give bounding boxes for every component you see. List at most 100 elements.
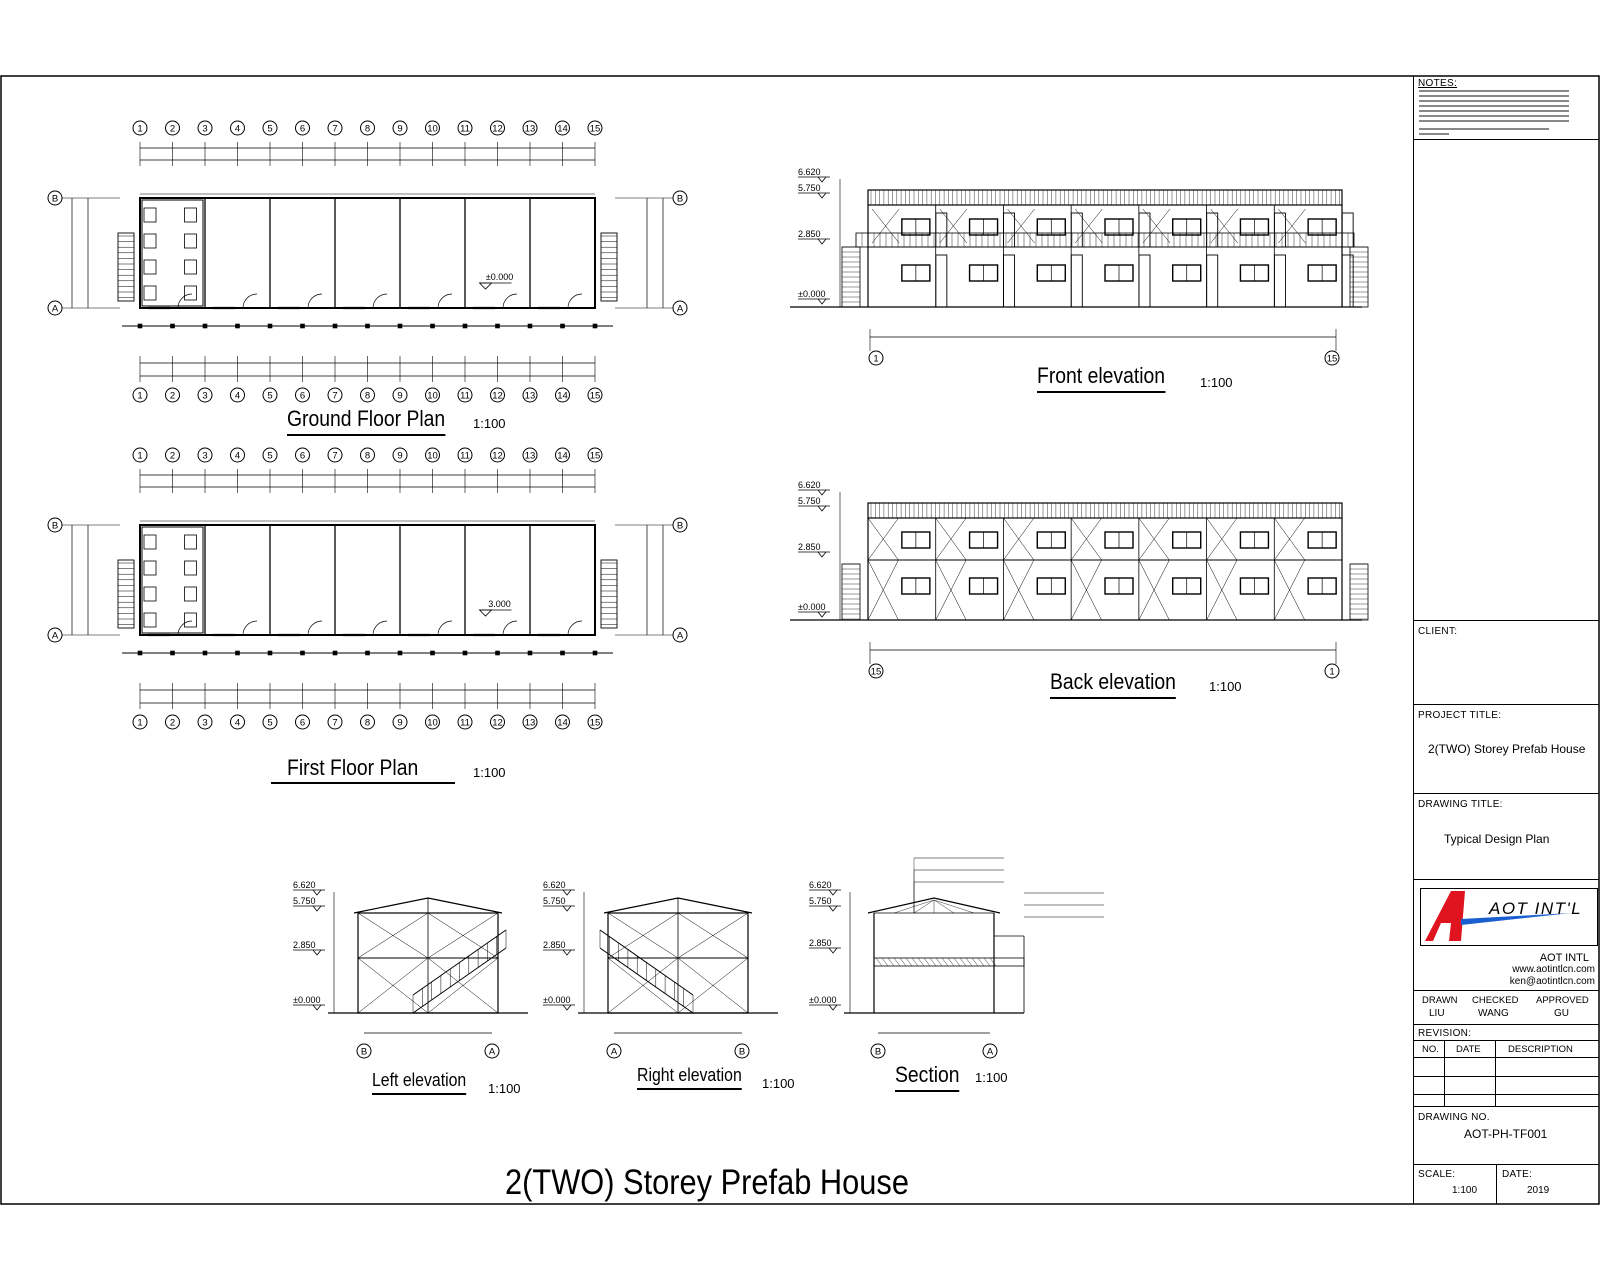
level-label: 6.620 (798, 167, 821, 177)
grid-bubble-top (230, 447, 245, 463)
door (1003, 212, 1016, 248)
grid-bubble-top (392, 120, 408, 136)
notes-text-line (1419, 115, 1569, 117)
grid-bubble-elevation-label: 1 (1329, 667, 1334, 678)
floor-joist (899, 957, 907, 967)
toilet-fixture (184, 233, 197, 249)
grid-bubble-bottom-label: 7 (332, 718, 337, 729)
grid-bubble-top (262, 120, 278, 136)
grid-bubble-right-label: B (677, 194, 683, 205)
company-email[interactable]: ken@aotintlcn.com (1509, 976, 1595, 987)
level-label: 5.750 (543, 896, 566, 906)
level-marker (828, 1004, 838, 1011)
grid-bubble-bottom-label: 11 (460, 718, 470, 729)
floor-joist (917, 957, 925, 967)
project-title-value: 2(TWO) Storey Prefab House (1428, 742, 1586, 756)
grid-bubble-top-label: 10 (427, 124, 438, 135)
grid-bubble-bottom-label: 15 (590, 391, 601, 402)
grid-bubble-bottom (490, 714, 505, 730)
corridor-post (267, 323, 273, 329)
drawing-no-value: AOT-PH-TF001 (1464, 1127, 1548, 1141)
level-marker (817, 298, 827, 305)
door (1341, 254, 1354, 308)
grid-bubble-end-label: B (739, 1047, 745, 1058)
grid-bubble-top-label: 14 (557, 124, 568, 135)
door (935, 254, 948, 308)
grid-bubble-end-label: A (489, 1047, 496, 1058)
door-swing (242, 620, 258, 636)
grid-bubble-bottom (490, 387, 505, 403)
grid-bubble-bottom-label: 8 (365, 391, 370, 402)
revision-table-line (1414, 1040, 1599, 1041)
stair-left (117, 232, 135, 302)
corridor-post (527, 323, 533, 329)
door (935, 212, 948, 248)
floor-joist (905, 957, 913, 967)
grid-bubble-bottom-label: 8 (365, 718, 370, 729)
toilet-fixture (143, 534, 157, 550)
bracing (677, 957, 749, 1014)
logo-red-mark (1425, 891, 1465, 941)
level-marker (312, 949, 322, 956)
drawing-title-value: Typical Design Plan (1444, 832, 1550, 846)
bracing (1003, 559, 1035, 621)
checked-label: CHECKED (1472, 995, 1519, 1006)
grid-bubble-section-label: A (987, 1047, 994, 1058)
level-marker (817, 238, 827, 245)
grid-bubble-bottom (360, 387, 375, 403)
corridor-post (495, 323, 500, 329)
grid-bubble-elevation (868, 663, 884, 679)
door-swing (502, 293, 518, 309)
grid-bubble-bottom-label: 5 (267, 391, 272, 402)
stair-right (600, 559, 618, 629)
door (1003, 254, 1016, 308)
floor-joist (965, 957, 973, 967)
corridor-post (235, 650, 240, 656)
section-title: Section (895, 1062, 960, 1092)
grid-bubble-end (734, 1043, 750, 1059)
ground-floor-plan-title: Ground Floor Plan (287, 406, 446, 436)
toilet-fixture (184, 207, 197, 223)
grid-bubble-top-label: 11 (460, 451, 470, 462)
company-website[interactable]: www.aotintlcn.com (1512, 964, 1595, 975)
grid-bubble-bottom-label: 6 (300, 718, 305, 729)
notes-text-line (1419, 128, 1549, 130)
title-block-divider (1414, 1106, 1599, 1107)
grid-bubble-top-label: 1 (137, 451, 142, 462)
title-block-divider (1414, 879, 1599, 880)
level-label: 2.850 (293, 940, 316, 950)
grid-bubble-bottom (555, 387, 570, 403)
grid-bubble-top (587, 120, 603, 136)
level-label: 5.750 (809, 896, 832, 906)
grid-bubble-bottom-label: 12 (492, 718, 503, 729)
scale-value: 1:100 (1452, 1185, 1478, 1196)
bracing (867, 559, 899, 621)
grid-bubble-top (587, 447, 603, 463)
bracing (1070, 559, 1102, 621)
corridor-post (235, 323, 240, 329)
right-elevation-scale: 1:100 (762, 1076, 795, 1091)
company-logo: AOT INT'L (1420, 888, 1598, 946)
rev-header-description: DESCRIPTION (1508, 1044, 1573, 1055)
level-label: 2.850 (809, 938, 832, 948)
grid-bubble-bottom (522, 387, 538, 403)
building-outline (139, 524, 596, 636)
door (1070, 212, 1083, 248)
plan-level-label: 3.000 (488, 599, 511, 609)
grid-bubble-end (484, 1043, 500, 1059)
grid-bubble-section (982, 1043, 998, 1059)
notes-text-line (1419, 110, 1569, 112)
grid-bubble-bottom-label: 3 (202, 718, 207, 729)
back-elevation-scale: 1:100 (1209, 679, 1242, 694)
door (1138, 254, 1151, 308)
bracing (1210, 208, 1238, 244)
door-swing (372, 293, 388, 309)
corridor-slab (993, 957, 1025, 967)
grid-bubble-bottom (295, 714, 310, 730)
grid-bubble-bottom-label: 14 (557, 718, 568, 729)
bracing (1206, 559, 1238, 621)
corridor-post (202, 650, 208, 656)
